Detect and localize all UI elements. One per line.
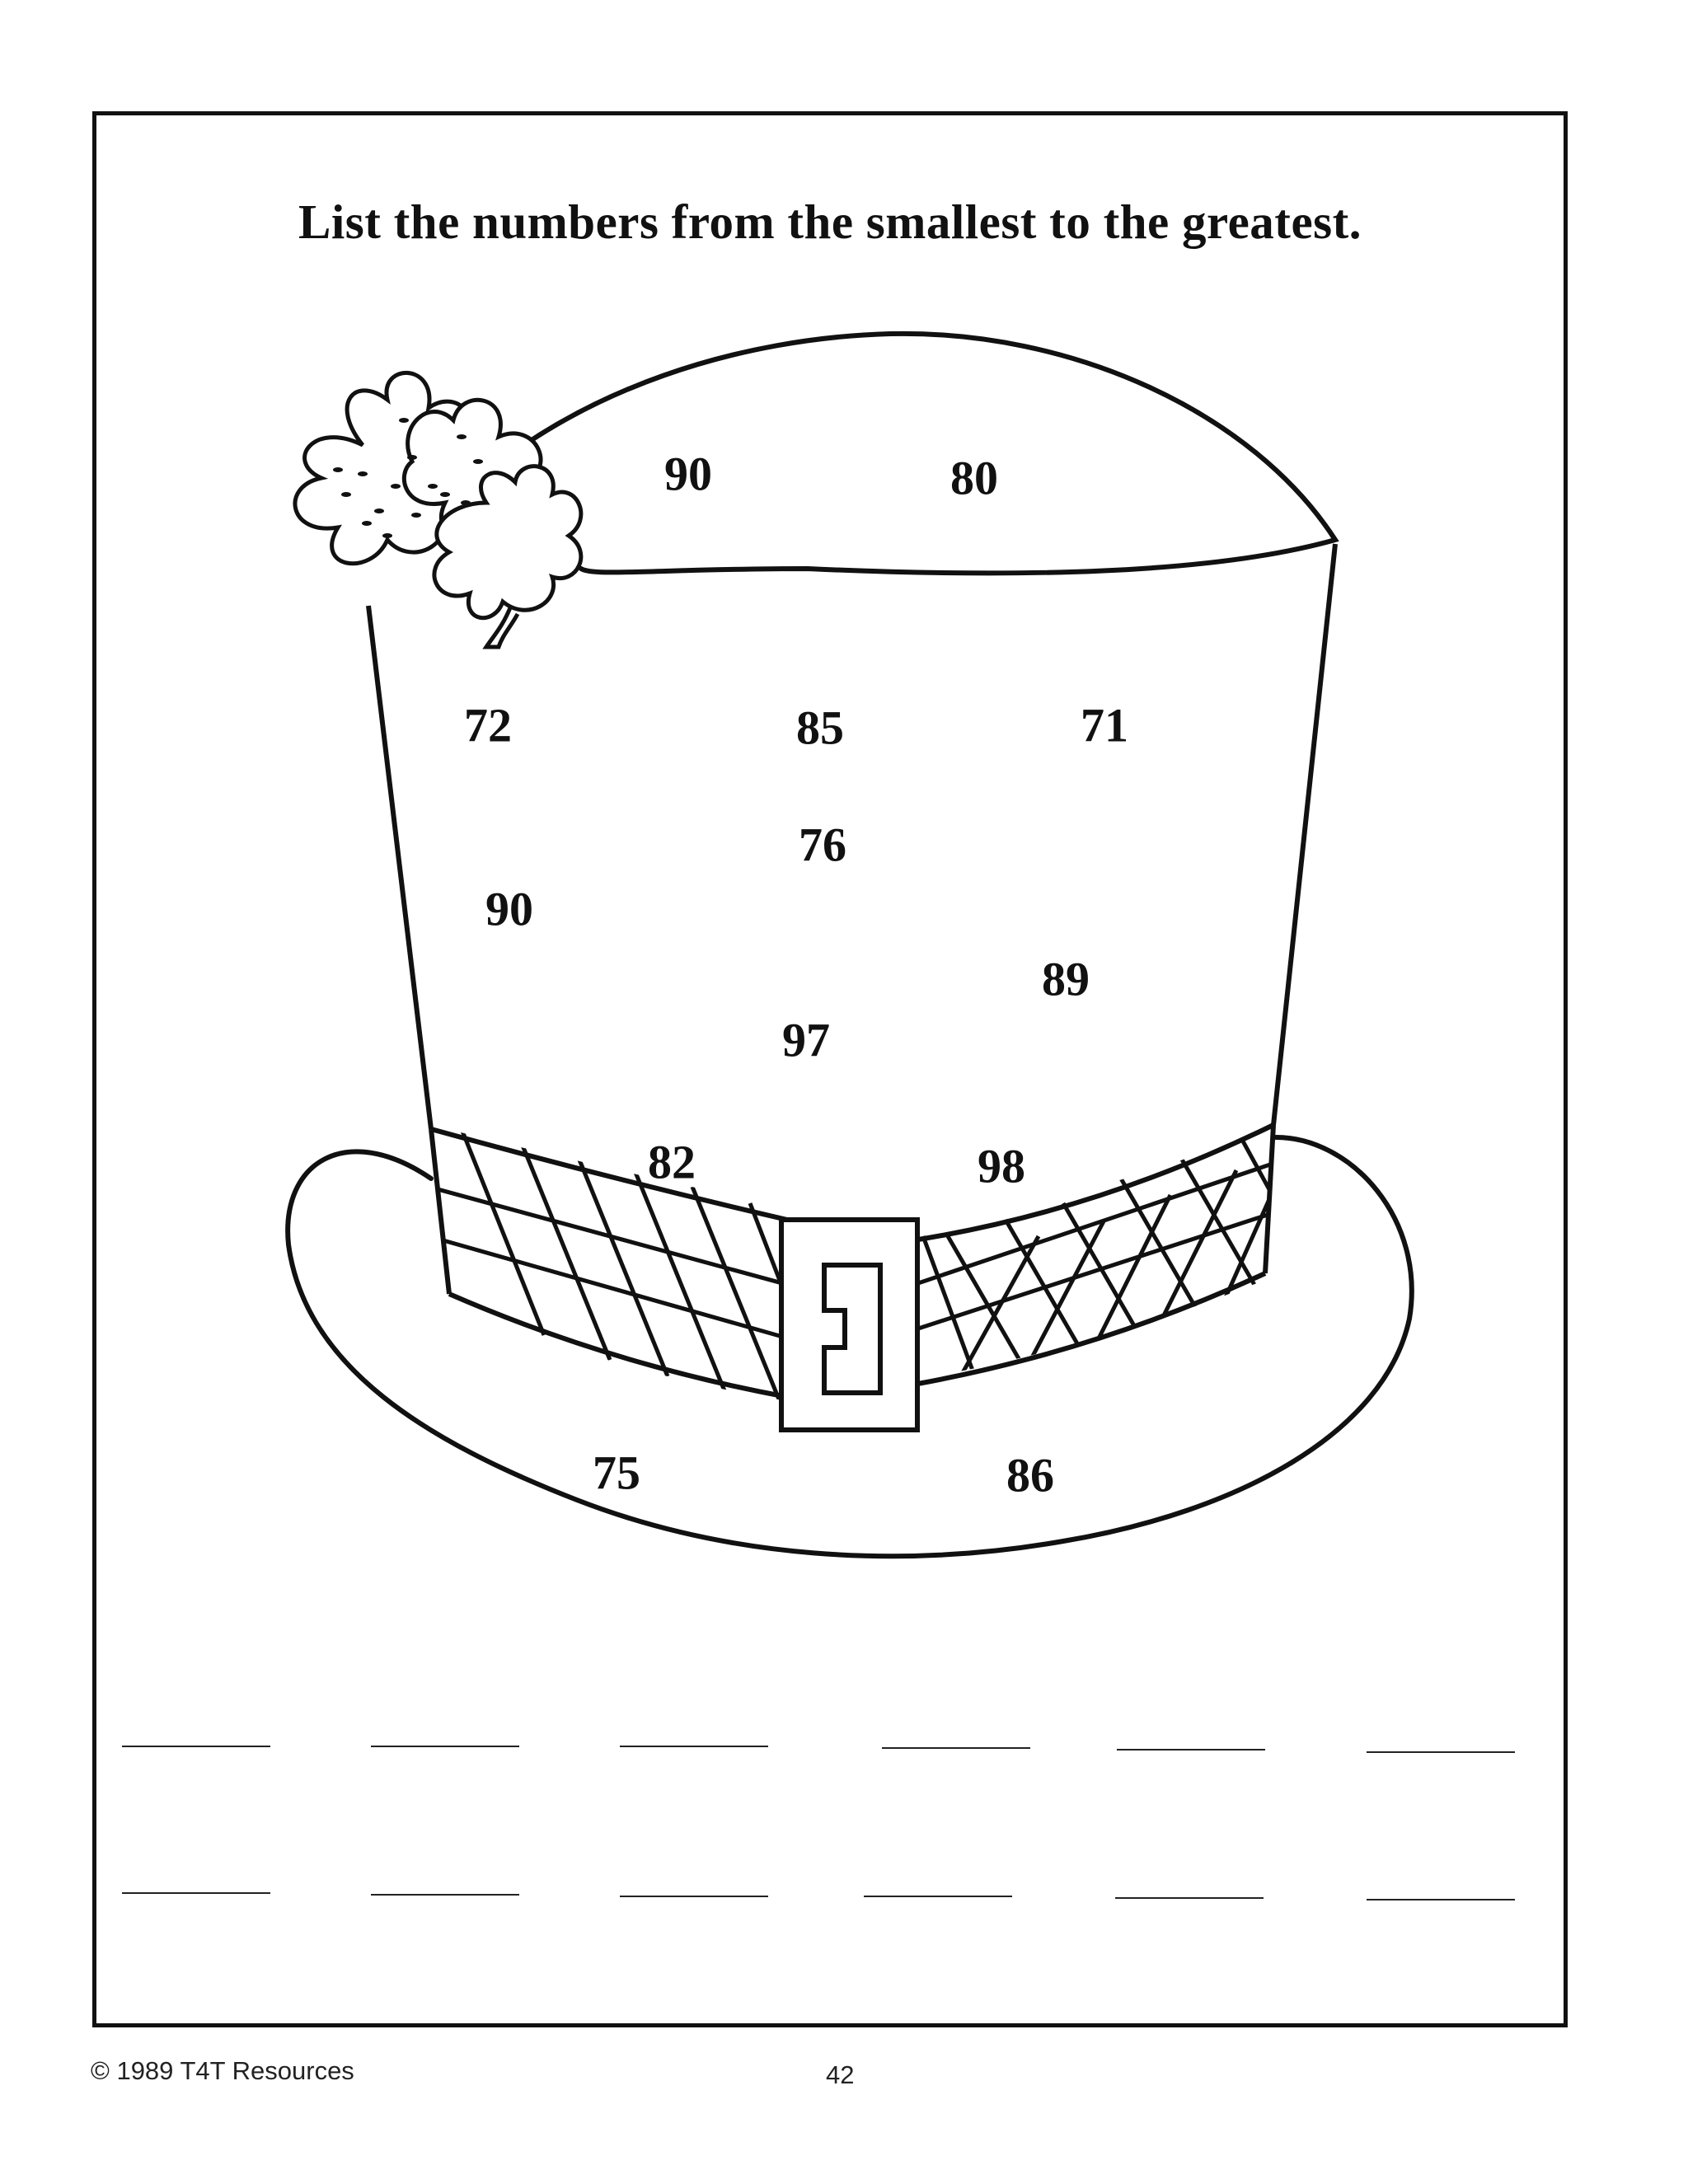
buckle — [779, 1217, 920, 1432]
hat-number: 71 — [1081, 698, 1128, 752]
answer-blank[interactable] — [122, 1892, 270, 1894]
band-top-left — [430, 1127, 788, 1222]
hat-number: 98 — [978, 1139, 1025, 1193]
answer-blank[interactable] — [1115, 1897, 1264, 1899]
answer-blank[interactable] — [1367, 1899, 1515, 1900]
hat-crown-right — [1271, 543, 1338, 1126]
instruction-title: List the numbers from the smallest to th… — [298, 194, 1362, 249]
shamrock-plain — [432, 464, 584, 649]
band-top-right — [912, 1122, 1275, 1243]
answer-blank[interactable] — [371, 1746, 519, 1747]
hat-number: 90 — [664, 447, 712, 501]
hat-crown-left — [366, 605, 434, 1130]
answer-blank[interactable] — [620, 1746, 768, 1747]
band-bottom-left — [448, 1291, 788, 1399]
hat-number: 76 — [799, 818, 846, 872]
hat-number: 82 — [648, 1135, 696, 1189]
buckle-tongue — [822, 1263, 883, 1395]
hat-number: 80 — [950, 451, 998, 505]
hat-number: 89 — [1042, 952, 1090, 1006]
answer-blank[interactable] — [1367, 1751, 1515, 1753]
hat-brim — [285, 1135, 1414, 1559]
answer-blank[interactable] — [122, 1746, 270, 1747]
answer-blank[interactable] — [864, 1896, 1012, 1897]
page-number: 42 — [826, 2060, 855, 2089]
hat-number: 72 — [464, 698, 512, 752]
worksheet-border — [92, 111, 1568, 2027]
band-bottom-right — [912, 1271, 1267, 1387]
answer-blank[interactable] — [1117, 1749, 1265, 1750]
copyright-notice: © 1989 T4T Resources — [91, 2056, 354, 2085]
answer-blank[interactable] — [620, 1896, 768, 1897]
hat-number: 85 — [796, 701, 844, 755]
hat-number: 97 — [782, 1013, 830, 1067]
hat-number: 75 — [593, 1446, 640, 1500]
answer-blank[interactable] — [371, 1894, 519, 1896]
answer-blank[interactable] — [882, 1747, 1030, 1749]
hat-number: 86 — [1006, 1448, 1054, 1502]
hat-top — [459, 330, 1339, 576]
hat-number: 90 — [485, 882, 533, 936]
